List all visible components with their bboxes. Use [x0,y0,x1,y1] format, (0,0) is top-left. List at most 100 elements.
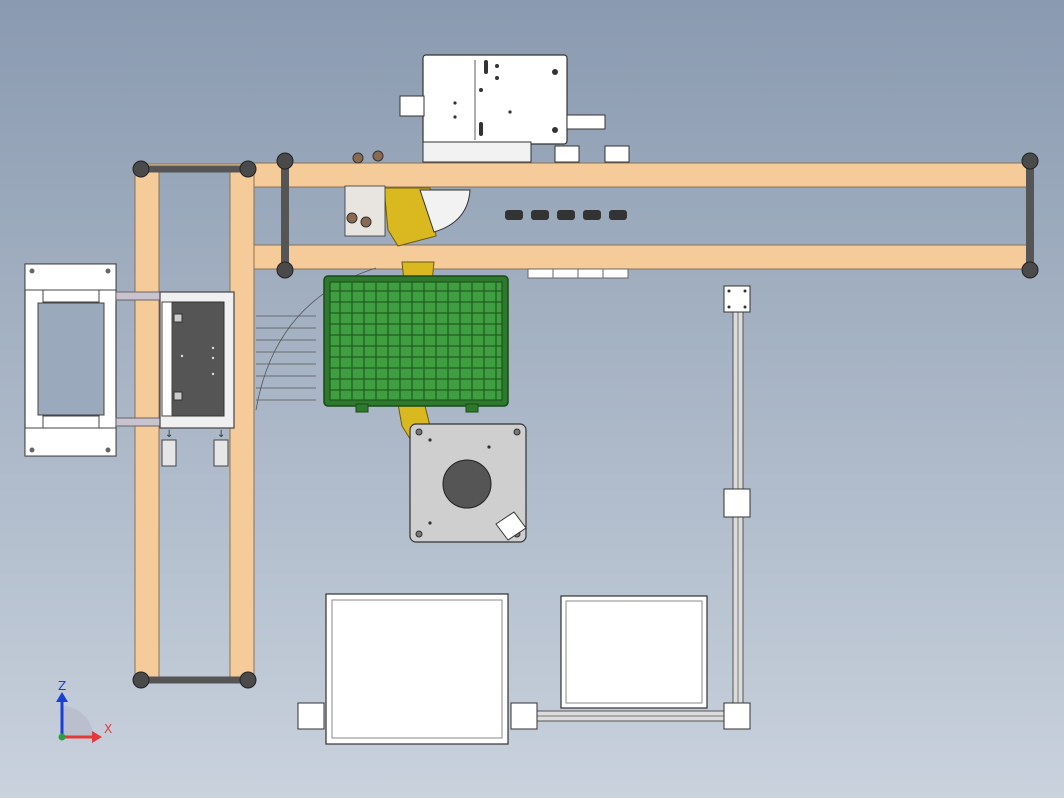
top-machine-post [604,145,630,163]
part-pack [557,210,575,220]
y-axis-dot [58,733,66,741]
screw-icon [428,438,432,442]
frame-node [239,671,257,689]
left-machine-cap-top [42,289,100,303]
top-machine-neck [422,141,532,163]
frame-node [276,261,294,279]
axes-triad: Z X [56,679,112,743]
rail-end-block [723,285,751,313]
screw-icon [727,289,731,293]
part-pack [531,210,549,220]
sweep-guide [255,267,377,411]
parts-row [505,210,629,279]
frame-node [1021,152,1039,170]
indicator-dot [180,354,184,358]
rail-end-block [510,702,538,730]
feeder-cell [577,268,604,279]
rail-end-block [297,702,325,730]
linear-rails [297,285,751,730]
z-axis-label: Z [58,679,66,693]
indicator-dot [211,346,215,350]
screw-icon [415,530,423,538]
frame-node [1021,261,1039,279]
top-machine-post [554,145,580,163]
panel-badge [173,391,183,401]
x-axis-head [92,731,102,743]
station-left [325,593,509,745]
part-pack [609,210,627,220]
rail-end-block [723,702,751,730]
panel-foot [161,439,177,467]
panel-white-strip [161,301,173,417]
screw-icon [479,88,483,92]
x-axis-label: X [104,722,112,736]
tray-grid-surface [329,281,503,401]
screw-icon [743,305,747,309]
screw-icon [495,64,499,68]
slot-icon [484,60,488,74]
indicator-dot [211,372,215,376]
robot-base-plate [409,423,527,543]
screw-icon [453,101,457,105]
grid-tray [323,275,509,413]
frame-node [239,160,257,178]
tray-tab [465,403,479,413]
feeder-cell [552,268,579,279]
frame-nodes [132,152,1039,689]
left-machine-inner-window [37,302,105,416]
panel-badge [173,313,183,323]
top-machine [399,54,630,163]
top-machine-body [422,54,568,145]
frame-node [276,152,294,170]
indicator-dot [211,356,215,360]
screw-icon [743,289,747,293]
gripper-finger [372,150,384,162]
screw-icon [453,115,457,119]
screw-icon [552,127,558,133]
robot-arm-icon [383,187,437,247]
slot-icon [479,122,483,136]
top-frame [253,162,1031,270]
arrow-down-icon: ↓ [217,429,225,440]
screw-icon [105,268,111,274]
screw-icon [508,110,512,114]
station-right-inner [565,600,703,704]
screw-icon [428,521,432,525]
left-machine-cap-bottom [42,415,100,429]
gripper-finger [346,212,358,224]
part-pack [583,210,601,220]
screw-icon [727,305,731,309]
top-rail-lower [253,244,1031,270]
base-plate-bracket [495,511,527,541]
frame-node [132,671,150,689]
gripper-finger [352,152,364,164]
screw-icon [495,76,499,80]
arrow-down-icon: ↓ [165,429,173,440]
screw-icon [29,447,35,453]
feeder-cell [602,268,629,279]
frame-node [132,160,150,178]
z-axis-head [56,692,68,702]
station-left-inner [331,599,503,739]
top-machine-shaft [566,114,606,130]
panel-foot [213,439,229,467]
top-machine-side-block [399,95,425,117]
station-right [560,595,708,709]
screw-icon [29,268,35,274]
left-machine-bottom-band [24,427,117,457]
top-rail-upper [253,162,1031,188]
screw-icon [513,428,521,436]
part-pack [505,210,523,220]
screw-icon [415,428,423,436]
screw-icon [487,445,491,449]
gripper-tool [344,185,386,237]
feeder-cell [527,268,554,279]
base-plate-hole [442,459,492,509]
triad-plane [62,706,93,737]
screw-icon [105,447,111,453]
gripper-finger [360,216,372,228]
robot-base-arc [419,189,471,233]
tray-tab [355,403,369,413]
left-machine: ↓ ↓ [24,263,235,467]
